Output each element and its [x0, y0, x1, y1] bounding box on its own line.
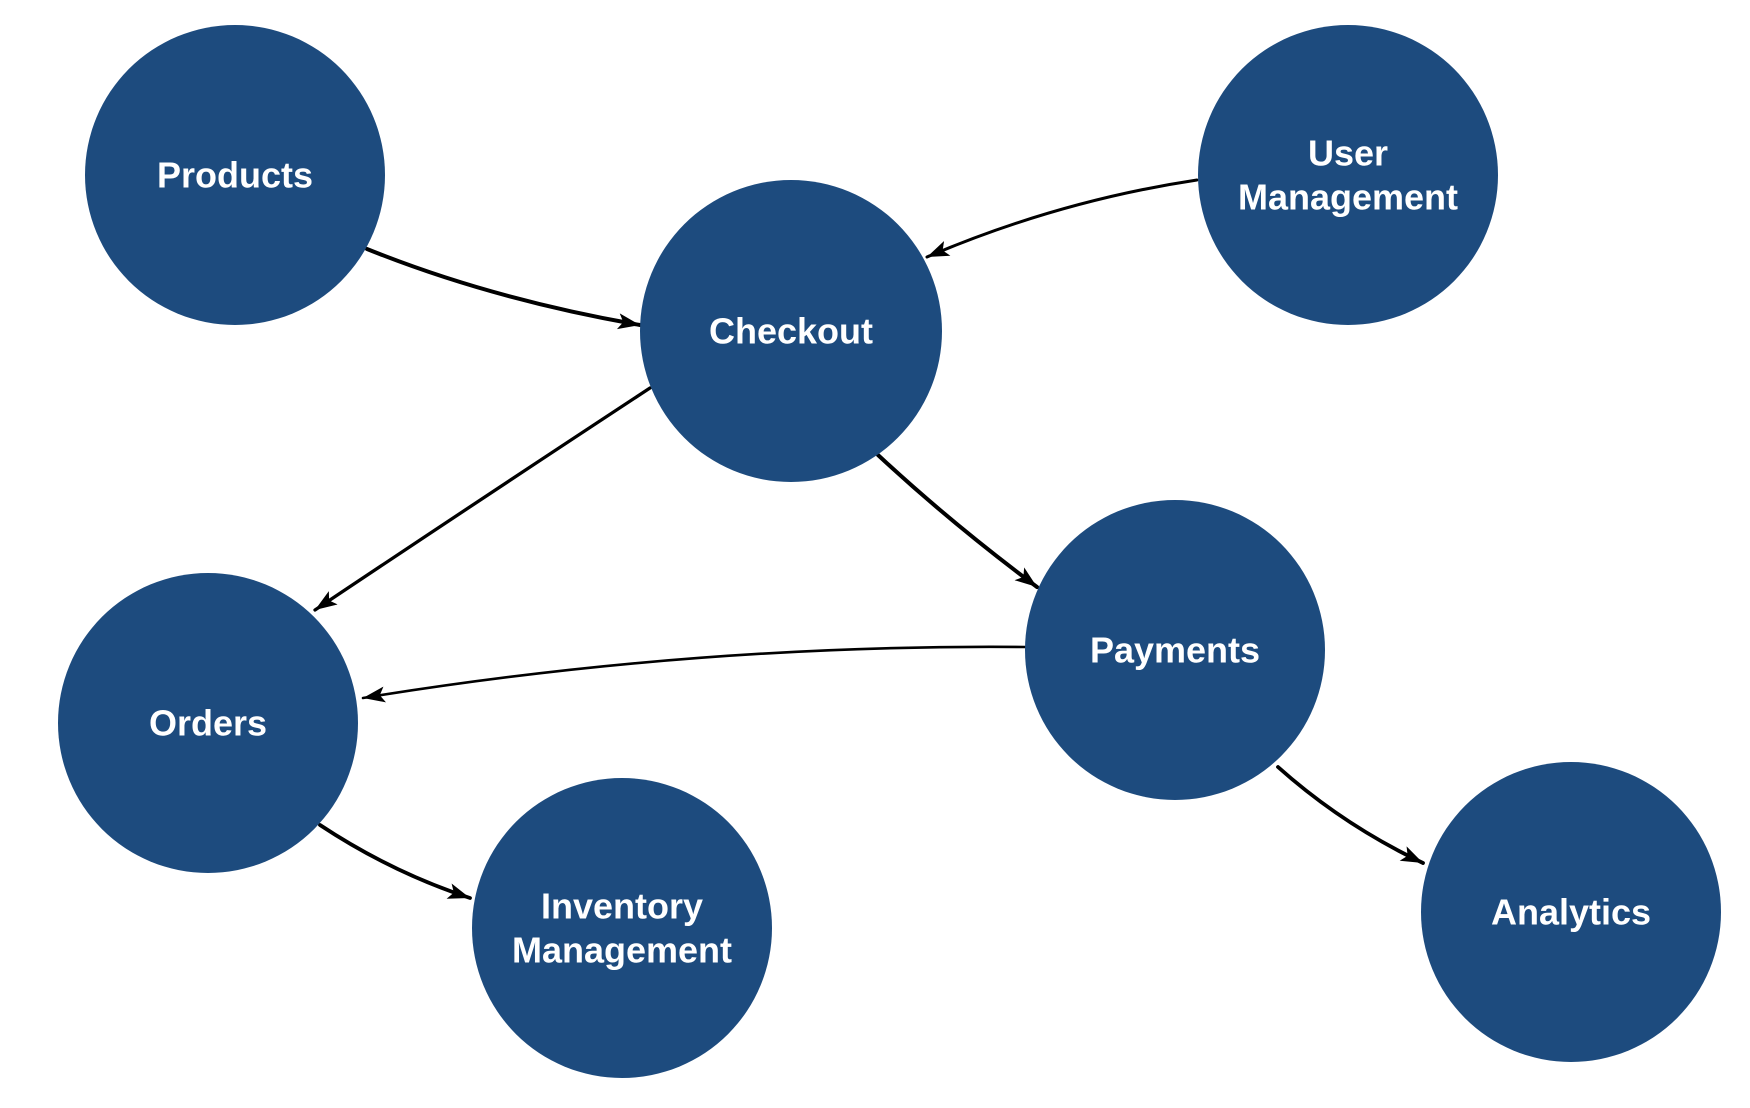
edge-orders-to-inventory-management[interactable] — [318, 823, 472, 900]
edge-user-management-to-checkout[interactable] — [925, 178, 1199, 259]
node-circle-inventory-management[interactable] — [472, 778, 772, 1078]
node-circle-products[interactable] — [85, 25, 385, 325]
node-orders[interactable]: Orders — [58, 573, 358, 873]
edges-layer — [313, 178, 1425, 900]
edge-checkout-to-payments[interactable] — [876, 453, 1039, 589]
node-circle-analytics[interactable] — [1421, 762, 1721, 1062]
edge-payments-to-orders[interactable] — [361, 645, 1027, 703]
node-checkout[interactable]: Checkout — [640, 180, 942, 482]
node-products[interactable]: Products — [85, 25, 385, 325]
node-circle-payments[interactable] — [1025, 500, 1325, 800]
edge-payments-to-analytics[interactable] — [1276, 765, 1425, 865]
node-circle-orders[interactable] — [58, 573, 358, 873]
node-payments[interactable]: Payments — [1025, 500, 1325, 800]
node-circle-checkout[interactable] — [640, 180, 942, 482]
node-circle-user-management[interactable] — [1198, 25, 1498, 325]
node-analytics[interactable]: Analytics — [1421, 762, 1721, 1062]
edge-products-to-checkout[interactable] — [365, 247, 642, 330]
edge-checkout-to-orders[interactable] — [313, 386, 652, 612]
